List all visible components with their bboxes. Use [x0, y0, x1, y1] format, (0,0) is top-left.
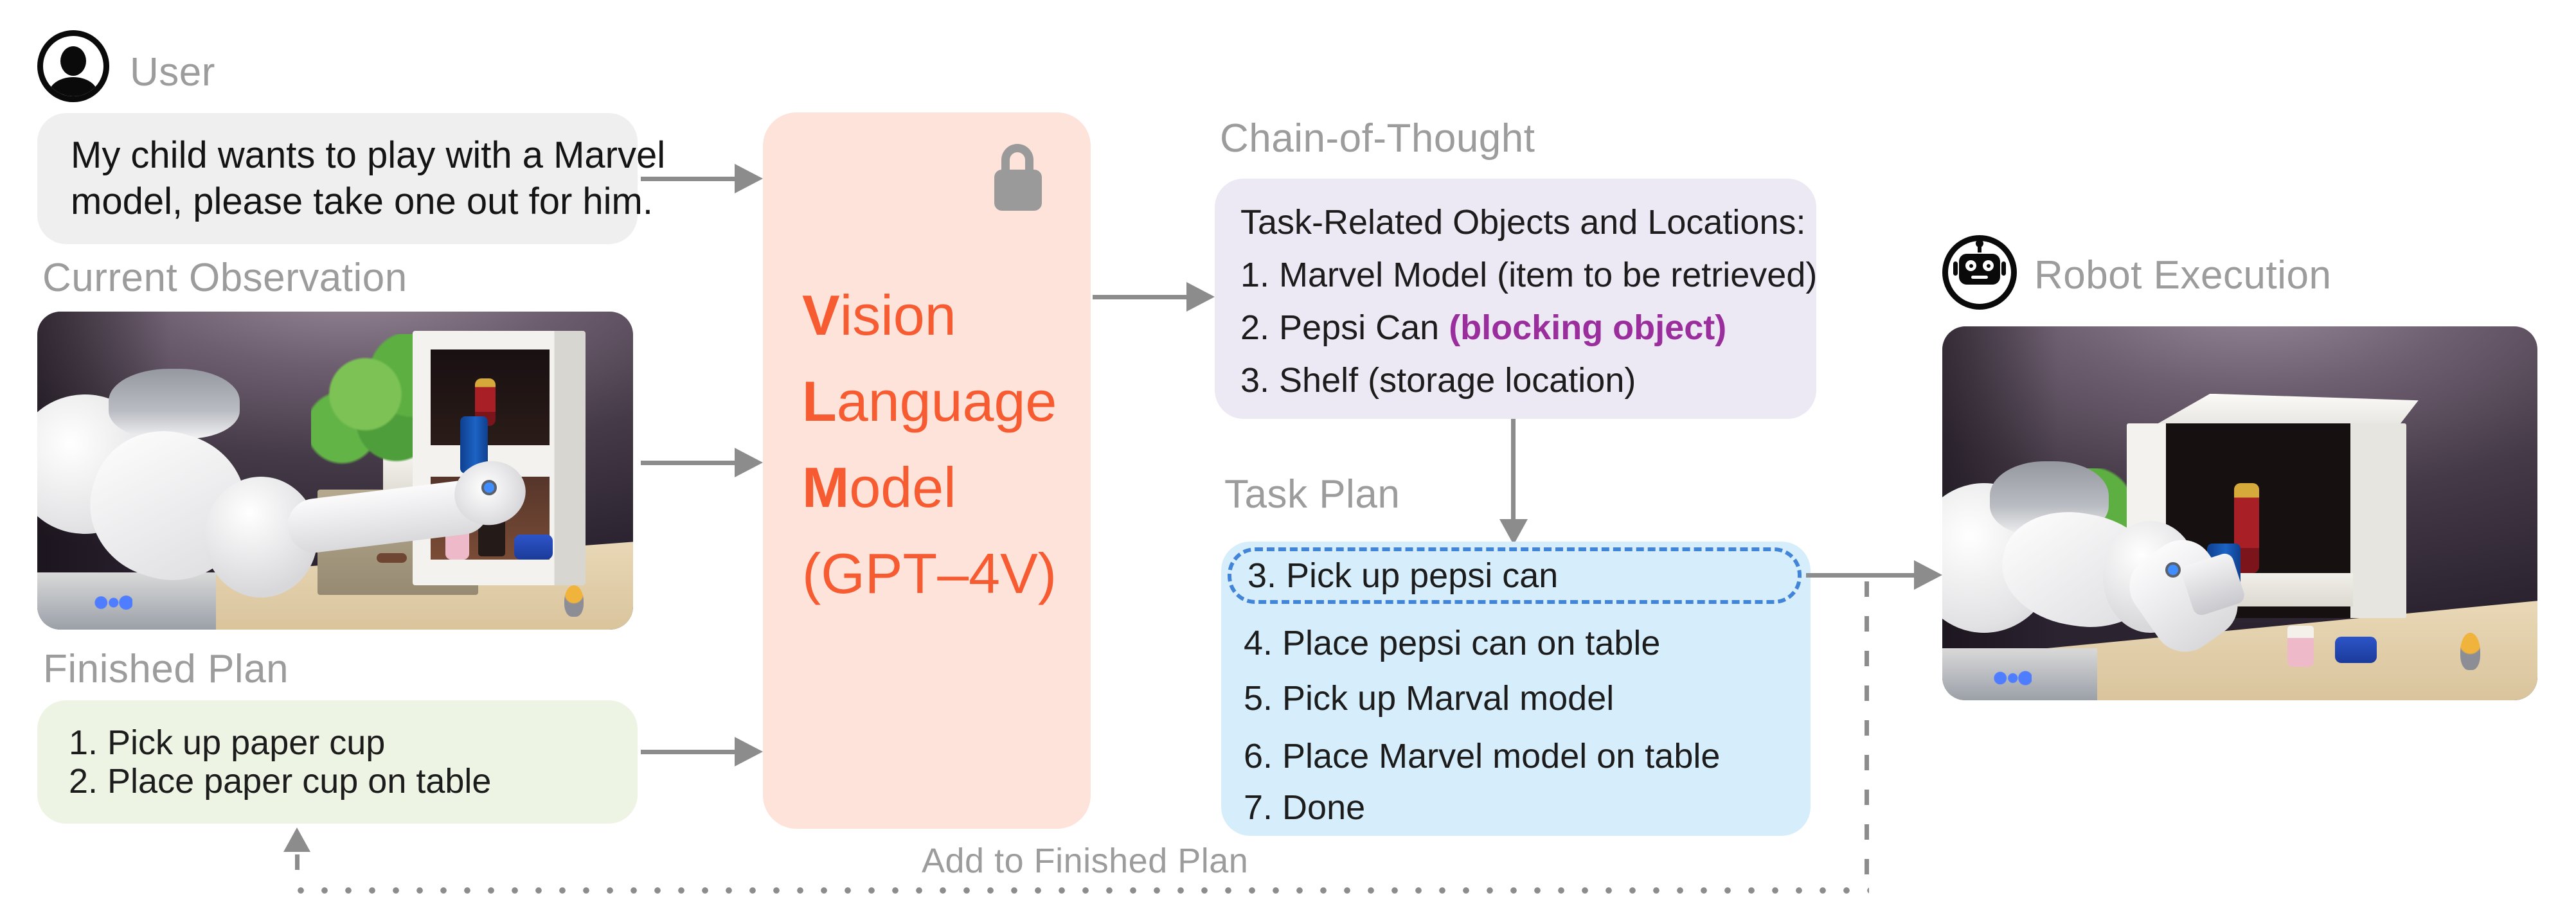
duck-toy-shape	[564, 585, 584, 617]
task-plan-item: 6. Place Marvel model on table	[1244, 737, 1721, 775]
chain-of-thought-label: Chain-of-Thought	[1220, 116, 1535, 161]
vlm-title-line: Language	[802, 369, 1057, 433]
cot-item2-prefix: 2. Pepsi Can	[1240, 308, 1449, 347]
user-message-bubble: My child wants to play with a Marvel mod…	[37, 113, 665, 244]
task-plan-box: 3. Pick up pepsi can 4. Place pepsi can …	[1221, 542, 1811, 836]
user-avatar-shoulders	[49, 77, 98, 96]
robot-shoulder-cap	[109, 369, 240, 439]
robot-wrist-led	[2165, 562, 2181, 578]
add-to-finished-plan-label: Add to Finished Plan	[922, 842, 1249, 880]
task-plan-item: 5. Pick up Marval model	[1244, 679, 1614, 718]
robot-base-led	[91, 591, 133, 614]
cot-item: 2. Pepsi Can (blocking object)	[1240, 308, 1726, 347]
paper-cup-shape	[2287, 625, 2314, 667]
user-message-line1: My child wants to play with a Marvel	[71, 134, 666, 176]
stapler-shape	[2335, 637, 2377, 663]
finished-plan-label: Finished Plan	[43, 647, 289, 691]
duck-toy-shape	[2460, 633, 2481, 671]
robot-wrist-led	[481, 480, 497, 496]
cot-item2-blocking-object: (blocking object)	[1449, 308, 1727, 347]
current-observation-label: Current Observation	[42, 256, 407, 300]
vlm-title-line: Model	[802, 456, 956, 519]
feedback-vertical-dashed-line	[1865, 581, 1869, 889]
drawer-handle-bottom	[377, 553, 407, 563]
feedback-arrow-into-finished-plan	[283, 827, 310, 852]
vlm-box: Vision Language Model (GPT–4V)	[763, 112, 1091, 829]
robot-execution-photo	[1942, 326, 2537, 700]
finished-plan-item: 2. Place paper cup on table	[69, 762, 492, 800]
task-plan-item: 7. Done	[1244, 788, 1366, 827]
stapler-shape	[514, 534, 553, 560]
robot-icon	[1942, 235, 2017, 310]
feedback-dotted-line	[297, 887, 1869, 894]
cot-item: 3. Shelf (storage location)	[1240, 361, 1636, 400]
task-plan-highlighted-item: 3. Pick up pepsi can	[1248, 556, 1559, 595]
chain-of-thought-box: Task-Related Objects and Locations: 1. M…	[1215, 179, 1818, 419]
user-label: User	[130, 50, 215, 94]
user-message-line2: model, please take one out for him.	[71, 181, 653, 222]
feedback-up-dashed-segment	[295, 854, 300, 887]
user-avatar-head	[60, 46, 86, 76]
task-plan-item: 4. Place pepsi can on table	[1244, 624, 1661, 662]
user-avatar-icon	[37, 30, 109, 102]
robot-execution-label: Robot Execution	[2034, 253, 2332, 297]
task-plan-current-step-highlight: 3. Pick up pepsi can	[1228, 547, 1802, 604]
robot-base-led	[1990, 666, 2032, 689]
cot-title: Task-Related Objects and Locations:	[1240, 203, 1806, 242]
finished-plan-item: 1. Pick up paper cup	[69, 723, 386, 762]
task-plan-label: Task Plan	[1224, 472, 1400, 517]
vlm-title-line: Vision	[802, 283, 956, 347]
cot-item: 1. Marvel Model (item to be retrieved)	[1240, 256, 1818, 294]
finished-plan-box: 1. Pick up paper cup 2. Place paper cup …	[37, 700, 638, 824]
vlm-title-line: (GPT–4V)	[802, 542, 1057, 605]
current-observation-photo	[37, 312, 633, 630]
